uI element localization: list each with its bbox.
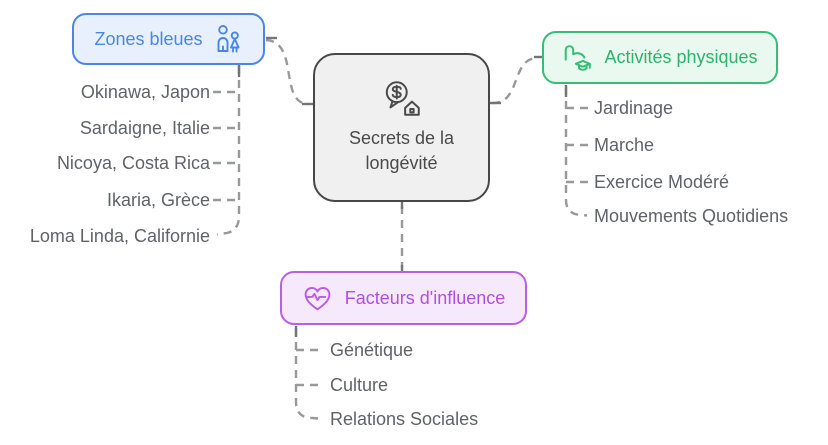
node-zones-bleues: Zones bleues bbox=[72, 13, 265, 65]
leaf-sardaigne: Sardaigne, Italie bbox=[79, 118, 210, 138]
connector-center-to-activites bbox=[491, 56, 539, 105]
spine-zones-bleues bbox=[216, 66, 241, 236]
zones-bleues-label: Zones bleues bbox=[94, 28, 203, 49]
leaf-relations: Relations Sociales bbox=[330, 409, 479, 429]
heart-pulse-icon bbox=[304, 286, 331, 310]
family-icon bbox=[217, 25, 240, 53]
connector-zones-to-center bbox=[265, 38, 310, 106]
spine-facteurs bbox=[294, 328, 319, 420]
flexed-arm-icon bbox=[565, 44, 592, 71]
central-topic-label: Secrets de la longévité bbox=[348, 128, 455, 173]
leaf-loma-linda: Loma Linda, Californie bbox=[29, 226, 210, 246]
node-activites-physiques: Activités physiques bbox=[542, 31, 778, 84]
leaf-okinawa: Okinawa, Japon bbox=[80, 82, 210, 102]
leaf-marche: Marche bbox=[594, 135, 655, 155]
leaf-culture: Culture bbox=[330, 375, 389, 395]
node-central-topic: Secrets de la longévité bbox=[313, 53, 490, 202]
leaf-jardinage: Jardinage bbox=[594, 98, 674, 118]
leaf-mouvements: Mouvements Quotidiens bbox=[594, 206, 789, 226]
leaf-genetique: Génétique bbox=[330, 340, 414, 360]
activites-physiques-label: Activités physiques bbox=[604, 47, 758, 67]
facteurs-influence-label: Facteurs d'influence bbox=[344, 287, 506, 308]
leaf-ikaria: Ikaria, Grèce bbox=[106, 190, 210, 210]
money-house-icon bbox=[385, 81, 420, 116]
leaf-exercice: Exercice Modéré bbox=[594, 172, 730, 192]
leaf-nicoya: Nicoya, Costa Rica bbox=[56, 153, 210, 173]
node-facteurs-influence: Facteurs d'influence bbox=[280, 271, 527, 325]
spine-activites bbox=[564, 87, 588, 217]
